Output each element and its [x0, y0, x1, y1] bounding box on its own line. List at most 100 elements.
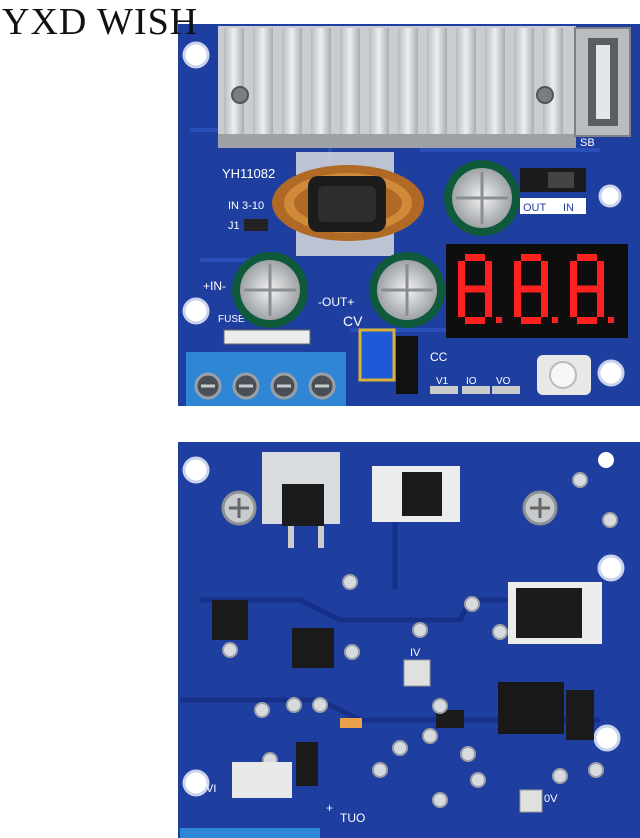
- via: [588, 762, 604, 778]
- toroid-inductor: [272, 152, 424, 256]
- heatsink-fin: [253, 28, 273, 134]
- via: [372, 762, 388, 778]
- via: [422, 728, 438, 744]
- via: [432, 698, 448, 714]
- heatsink-fin: [398, 28, 418, 134]
- switch-out-label: OUT: [523, 202, 547, 214]
- display-segment: [485, 289, 492, 317]
- led-vo-label: VO: [496, 376, 511, 387]
- display-segment: [577, 254, 597, 261]
- heatsink: [218, 26, 576, 148]
- display-segment: [465, 317, 485, 324]
- via: [464, 596, 480, 612]
- smd-resistor: [340, 718, 362, 728]
- heatsink-fin: [282, 28, 302, 134]
- display-dot: [496, 317, 502, 323]
- via: [552, 768, 568, 784]
- diode: [296, 742, 318, 786]
- display-segment: [570, 289, 577, 317]
- display-segment: [597, 289, 604, 317]
- via: [572, 472, 588, 488]
- output-terminal-label: -OUT+: [318, 295, 354, 309]
- via: [460, 746, 476, 762]
- tuo-label: TUO: [340, 811, 365, 825]
- slide-switch: [520, 168, 586, 214]
- via: [312, 697, 328, 713]
- terminal-block: [186, 352, 346, 406]
- display-segment: [570, 261, 577, 289]
- top-board: SB YH11082 IN 3-10 J1 +IN- -OUT+ CV CC F…: [178, 24, 640, 406]
- via: [602, 512, 618, 528]
- display-segment: [458, 261, 465, 289]
- capacitor: [232, 252, 308, 328]
- ic-chip: [396, 336, 418, 394]
- heatsink-fin: [311, 28, 331, 134]
- via: [254, 702, 270, 718]
- via: [412, 622, 428, 638]
- plus-label: +: [326, 801, 333, 815]
- heatsink-fin: [485, 28, 505, 134]
- display-segment: [485, 261, 492, 289]
- ic-chip: [212, 600, 248, 640]
- bottom-board: IV 0V VI TUO +: [178, 442, 640, 838]
- display-segment: [465, 285, 485, 293]
- heatsink-fin: [369, 28, 389, 134]
- display-segment: [597, 261, 604, 289]
- trimmer: [403, 659, 431, 687]
- via: [222, 642, 238, 658]
- display-segment: [521, 317, 541, 324]
- via: [470, 772, 486, 788]
- display-segment: [458, 289, 465, 317]
- heatsink-fin: [224, 28, 244, 134]
- input-terminal-label: +IN-: [203, 279, 226, 293]
- terminal-block: [180, 828, 320, 838]
- vi-label: VI: [206, 783, 216, 795]
- ic-chip: [566, 690, 594, 740]
- display-dot: [608, 317, 614, 323]
- display-segment: [514, 289, 521, 317]
- via: [432, 792, 448, 808]
- terminal-pads: [232, 762, 292, 798]
- via: [286, 697, 302, 713]
- heatsink-fin: [427, 28, 447, 134]
- screw: [221, 490, 257, 526]
- heatsink-fin: [456, 28, 476, 134]
- cc-label: CC: [430, 350, 448, 364]
- display-segment: [521, 285, 541, 293]
- usb-label: SB: [580, 137, 595, 149]
- display-segment: [541, 289, 548, 317]
- mount-hole: [598, 184, 622, 208]
- fuse-label: FUSE: [218, 314, 245, 325]
- led-io-label: IO: [466, 376, 477, 387]
- watermark-text: YXD WISH: [2, 1, 199, 43]
- via: [492, 624, 508, 640]
- display-segment: [541, 261, 548, 289]
- switch-in-label: IN: [563, 202, 574, 214]
- display-segment: [465, 254, 485, 261]
- ov-label: 0V: [544, 793, 558, 805]
- via: [344, 644, 360, 660]
- display-dot: [552, 317, 558, 323]
- via: [392, 740, 408, 756]
- controller-ic: [498, 682, 564, 734]
- display-segment: [577, 285, 597, 293]
- ic-chip: [292, 628, 334, 668]
- cv-label: CV: [343, 313, 363, 329]
- push-button: [537, 355, 591, 395]
- fuse: [223, 329, 311, 345]
- input-range-label: IN 3-10: [228, 200, 264, 212]
- trimmer: [519, 789, 543, 813]
- model-label: YH11082: [222, 166, 275, 181]
- potentiometer: [358, 328, 396, 382]
- jumper-label: J1: [228, 220, 240, 232]
- iv-label: IV: [410, 647, 421, 659]
- via: [342, 574, 358, 590]
- usb-connector: [574, 27, 631, 137]
- heatsink-fin: [514, 28, 534, 134]
- screw: [522, 490, 558, 526]
- heatsink-fin: [543, 28, 563, 134]
- mount-hole: [182, 297, 210, 325]
- seven-segment-display: [446, 244, 628, 338]
- led-v1-label: V1: [436, 376, 449, 387]
